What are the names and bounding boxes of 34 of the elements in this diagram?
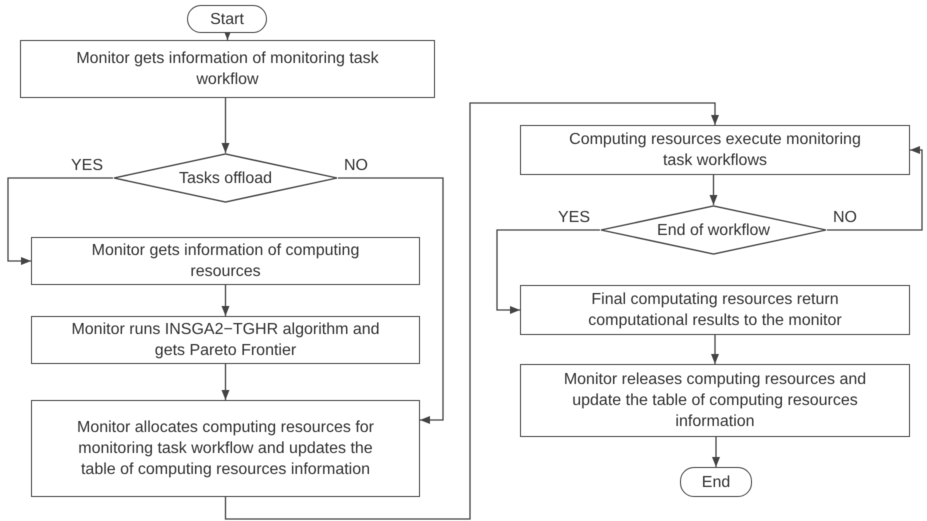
node-text: Computing resources execute monitoring task workflows xyxy=(568,130,862,171)
node-text: Monitor gets information of monitoring task workflow xyxy=(75,49,380,90)
decision-diamond xyxy=(113,153,338,203)
arrow xyxy=(496,229,600,314)
process-box xyxy=(520,125,910,175)
node-text: Monitor releases computing resources and update the table of computing resources information xyxy=(562,370,868,432)
arrow xyxy=(7,177,113,265)
node-text: Final computating resources return computational results to the monitor xyxy=(587,290,843,331)
node-text: Monitor gets information of computing resources xyxy=(90,241,360,282)
node-text: End of workflow xyxy=(657,220,770,240)
node-text: Start xyxy=(210,10,244,30)
arrow xyxy=(710,175,718,205)
terminal-box xyxy=(187,5,267,33)
process-box xyxy=(520,364,910,437)
process-box xyxy=(31,316,420,364)
arrow xyxy=(224,102,719,520)
node-text: Monitor runs INSGA2−TGHR algorithm and gets Pareto Frontier xyxy=(70,320,381,361)
arrow xyxy=(338,177,444,424)
arrow xyxy=(222,285,230,316)
arrow xyxy=(222,98,230,153)
node-text: End xyxy=(702,472,730,492)
arrow xyxy=(712,437,720,467)
arrow xyxy=(224,30,232,40)
arrow xyxy=(711,335,719,364)
arrow xyxy=(222,364,230,400)
terminal-box xyxy=(680,467,752,497)
arrow xyxy=(827,146,923,231)
decision-diamond xyxy=(600,205,827,255)
process-box xyxy=(520,285,910,335)
node-text: Tasks offload xyxy=(178,168,272,188)
process-box xyxy=(31,400,420,497)
node-text: Monitor allocates computing resources for monitoring task workflow and updates the table of computing resources information xyxy=(76,418,376,480)
process-box xyxy=(20,40,435,98)
process-box xyxy=(31,237,420,285)
